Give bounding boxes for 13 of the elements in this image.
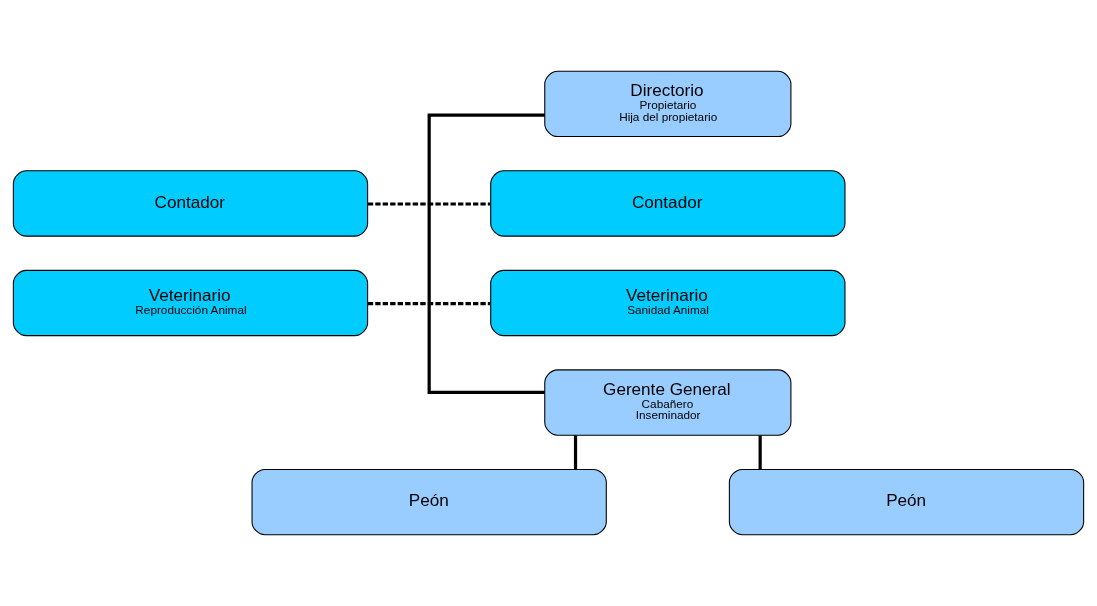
connector — [367, 301, 491, 306]
connector — [427, 113, 545, 394]
node-box: Peón — [251, 468, 607, 536]
node-box: Contador — [490, 170, 846, 237]
node-box: Contador — [12, 170, 369, 237]
node-box: Directorio Propietario Hija del propietario — [544, 70, 792, 138]
connector — [758, 435, 762, 470]
connector — [367, 202, 491, 206]
node-box: Veterinario Sanidad Animal — [490, 269, 846, 337]
connector — [573, 435, 578, 470]
node-box: Peón — [728, 468, 1085, 536]
node-box: Veterinario Reproducción Animal — [12, 269, 369, 337]
node-box: Gerente General Cabañero Inseminador — [544, 369, 792, 436]
